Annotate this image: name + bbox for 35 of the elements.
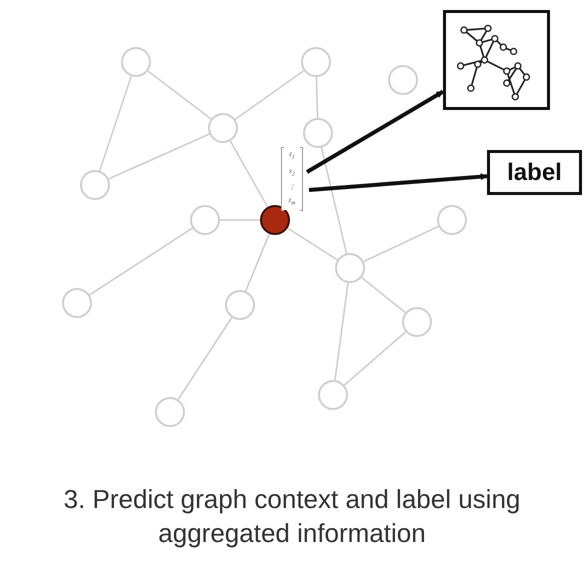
graph-edge [344, 331, 406, 386]
graph-node [335, 253, 365, 283]
graph-node [318, 380, 348, 410]
graph-node [225, 290, 255, 320]
graph-edge [363, 226, 439, 262]
graph-edge [220, 219, 260, 221]
graph-node [62, 288, 92, 318]
graph-node [402, 307, 432, 337]
graph-node [301, 47, 331, 77]
graph-node [155, 397, 185, 427]
graph-edge [316, 76, 318, 118]
graph-edge [320, 147, 348, 254]
graph-edge [99, 76, 132, 171]
graph-node [121, 47, 151, 77]
graph-edge [334, 282, 349, 380]
arrow [306, 90, 444, 174]
label-box: label [487, 150, 582, 195]
caption: 3. Predict graph context and label using aggregated information [62, 483, 522, 550]
graph-edge [287, 227, 338, 261]
graph-edge [230, 140, 268, 208]
graph-node [437, 205, 467, 235]
graph-edge [245, 234, 270, 292]
graph-edge [148, 70, 212, 120]
arrow [308, 173, 488, 192]
graph-edge [108, 133, 210, 180]
target-node [260, 205, 290, 235]
graph-edge [361, 276, 406, 314]
graph-edge [89, 228, 193, 296]
graph-node [388, 65, 418, 95]
graph-node [190, 205, 220, 235]
graph-node [208, 113, 238, 143]
graph-node [303, 118, 333, 148]
graph-edge [234, 70, 304, 120]
graph-node [80, 170, 110, 200]
graph-edge [178, 317, 232, 400]
